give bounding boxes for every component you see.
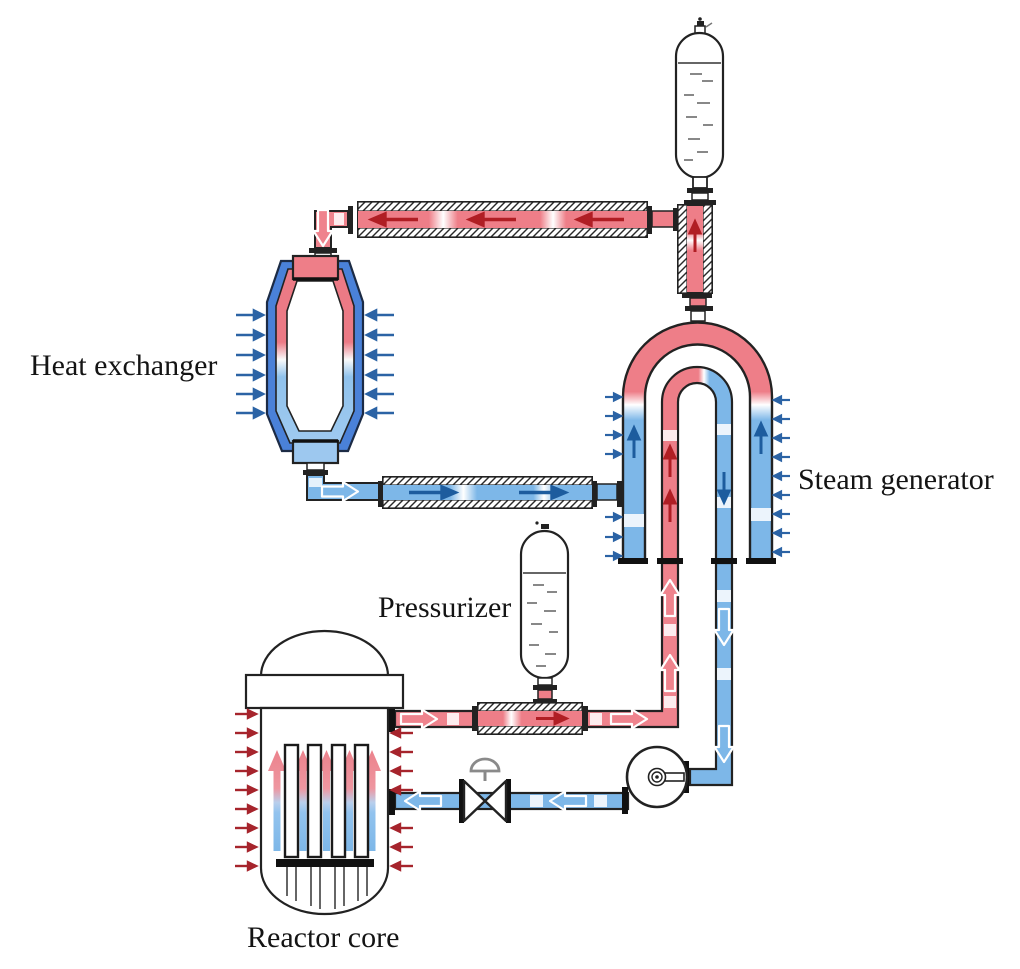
pressurizer-shell	[519, 529, 570, 680]
condensate-pipe	[378, 476, 622, 509]
relief-riser-pipe	[677, 204, 713, 322]
reactor-heat-arrows-left	[233, 709, 258, 871]
valve-actuator	[469, 757, 501, 773]
reactor-dome	[259, 629, 390, 678]
fuel-rods	[283, 743, 370, 859]
tank-liquid-dashes	[684, 73, 713, 161]
downcomer-pipe	[688, 561, 735, 787]
exchanger-core	[286, 280, 344, 432]
reactor-flange-collar	[244, 673, 405, 710]
ambient-arrows-right	[365, 309, 396, 419]
core-support-plate	[276, 859, 374, 867]
ambient-arrows-left	[234, 309, 265, 419]
steam-generator: Steam generator	[603, 321, 994, 564]
reactor-vessel: Reactor core	[233, 629, 415, 954]
steam-header-pipe	[309, 201, 678, 260]
tank-shell	[674, 31, 725, 180]
heat-exchanger: Heat exchanger	[30, 254, 396, 503]
pressurizer: Pressurizer	[378, 521, 588, 735]
pressurizer-liquid-dashes	[527, 584, 558, 667]
sg-ambient-arrows-left	[603, 392, 623, 561]
pump	[625, 745, 689, 809]
valve-icon	[459, 757, 511, 823]
steam-generator-label: Steam generator	[798, 463, 994, 496]
tank-top-tick	[705, 22, 713, 28]
sg-outer-u-tube	[621, 321, 774, 563]
sg-inner-u-tube	[660, 365, 734, 563]
tank-vent-nub	[697, 21, 704, 26]
sg-ambient-arrows-right	[772, 395, 792, 557]
core-support-legs	[286, 864, 368, 909]
heat-exchanger-label: Heat exchanger	[30, 349, 217, 382]
exchanger-hot-cap	[291, 254, 340, 281]
exchanger-cold-cap	[291, 439, 340, 465]
expansion-tank	[674, 17, 725, 205]
cold-return-pipe	[388, 757, 630, 823]
surge-line-hatched-section	[472, 702, 588, 735]
reactor-core-label: Reactor core	[247, 921, 399, 954]
core-flow-arrows	[268, 750, 381, 851]
pressurizer-label: Pressurizer	[378, 591, 511, 624]
